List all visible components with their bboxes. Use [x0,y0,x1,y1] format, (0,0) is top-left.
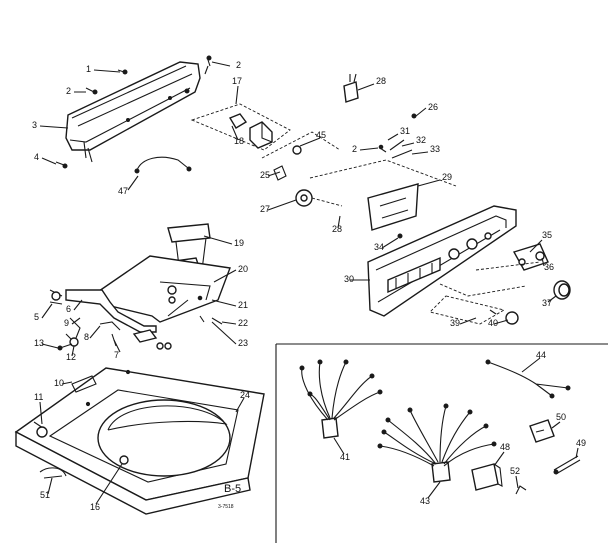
callout-40: 40 [488,318,498,328]
callout-50: 50 [556,412,566,422]
wiring-harness-inset [275,343,608,543]
lid-switch-bracket [84,223,231,325]
callout-35: 35 [542,230,552,240]
callout-20: 20 [238,264,248,274]
callout-30: 30 [344,274,354,284]
callout-26: 26 [428,102,438,112]
control-components [295,73,457,239]
callout-19: 19 [234,238,244,248]
callout-27: 27 [260,204,270,214]
callout-31: 31 [400,126,410,136]
callout-23: 23 [238,338,248,348]
callout-43: 43 [420,496,430,506]
callout-25: 25 [260,170,270,180]
lock-linkage-parts [49,289,172,351]
callout-5: 5 [34,312,39,322]
callout-13: 13 [34,338,44,348]
callout-12: 12 [66,352,76,362]
callout-21: 21 [238,300,248,310]
callout-45: 45 [316,130,326,140]
callout-16: 16 [90,502,100,512]
callout-52: 52 [510,466,520,476]
callout-37: 37 [542,298,552,308]
top-cover-part [65,61,201,163]
callout-leader-lines [39,61,579,505]
callout-44: 44 [536,350,546,360]
callout-11: 11 [34,392,43,402]
drawing-code: 3-7518 [218,504,234,510]
knob-parts [429,243,571,325]
page-tag: B-5 [224,483,241,495]
callout-22: 22 [238,318,248,328]
callout-47: 47 [118,186,128,196]
lid-switch-group [190,103,341,181]
callout-1: 1 [86,64,91,74]
callout-29: 29 [442,172,452,182]
callout-2: 2 [66,86,71,96]
screw-parts-1-2-4 [55,55,212,169]
callout-9: 9 [64,318,69,328]
callout-33: 33 [430,144,440,154]
callout-2: 2 [352,144,357,154]
callout-36: 36 [544,262,554,272]
callout-3: 3 [32,120,37,130]
callout-8: 8 [84,332,89,342]
callout-18: 18 [234,136,244,146]
callout-51: 51 [40,490,50,500]
callout-28: 28 [376,76,386,86]
control-console-part [367,205,517,317]
callout-34: 34 [374,242,384,252]
callout-17: 17 [232,76,242,86]
callout-24: 24 [240,390,250,400]
washer-top-panel [14,367,265,515]
callout-28: 28 [332,224,342,234]
callout-7: 7 [114,350,119,360]
callout-39: 39 [450,318,460,328]
wire-part-47 [136,156,189,171]
callout-6: 6 [66,304,71,314]
part-number-labels: 1 2 2 2 3 4 5 6 7 8 9 10 11 12 13 16 17 … [32,60,586,512]
callout-41: 41 [340,452,350,462]
callout-4: 4 [34,152,39,162]
callout-32: 32 [416,135,426,145]
callout-10: 10 [54,378,64,388]
callout-49: 49 [576,438,586,448]
callout-2: 2 [236,60,241,70]
callout-48: 48 [500,442,510,452]
